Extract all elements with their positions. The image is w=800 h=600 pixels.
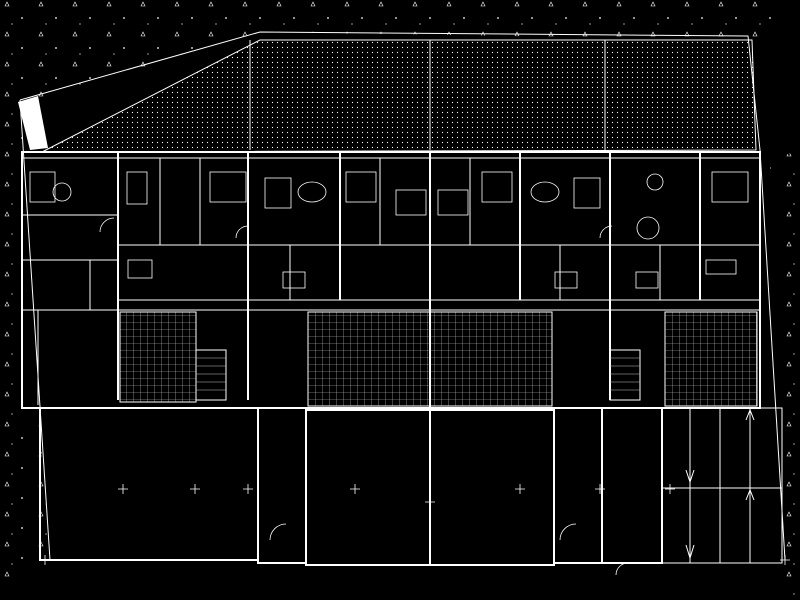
building-outline — [21, 151, 761, 409]
boundary-marker — [18, 96, 48, 150]
column-markers — [40, 484, 790, 565]
stairs — [195, 349, 641, 401]
garden-area — [41, 39, 757, 153]
garage-level — [39, 407, 783, 566]
tiled-courtyards — [119, 311, 758, 407]
doors — [99, 217, 629, 576]
furniture — [29, 171, 749, 289]
